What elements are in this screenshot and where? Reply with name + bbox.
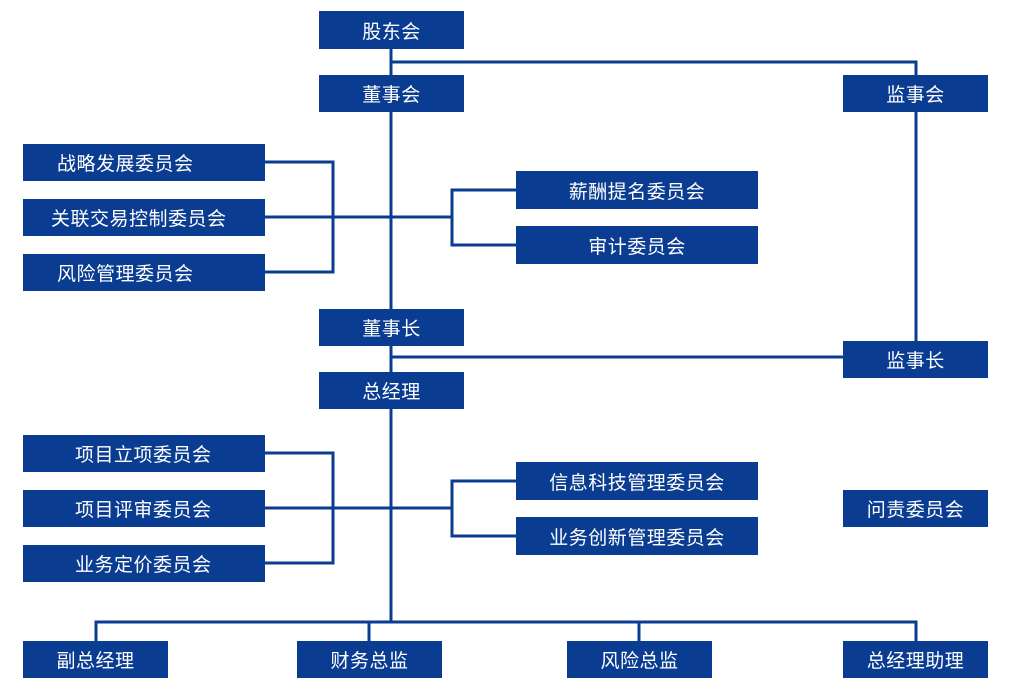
chief-supervisor-box[interactable]: 监事长	[843, 341, 988, 378]
it-management-committee-box[interactable]: 信息科技管理委员会	[516, 462, 758, 500]
accountability-committee-box[interactable]: 问责委员会	[843, 490, 988, 527]
strategy-committee-box[interactable]: 战略发展委员会	[23, 144, 265, 181]
chairman-box[interactable]: 董事长	[319, 309, 464, 346]
deputy-general-manager-box[interactable]: 副总经理	[23, 641, 168, 678]
project-review-committee-box[interactable]: 项目评审委员会	[23, 490, 265, 527]
pricing-committee-box[interactable]: 业务定价委员会	[23, 545, 265, 582]
related-party-committee-box[interactable]: 关联交易控制委员会	[23, 199, 265, 236]
chief-risk-officer-box[interactable]: 风险总监	[567, 641, 712, 678]
risk-management-committee-box[interactable]: 风险管理委员会	[23, 254, 265, 291]
general-manager-box[interactable]: 总经理	[319, 372, 464, 409]
innovation-management-committee-box[interactable]: 业务创新管理委员会	[516, 517, 758, 555]
shareholders-meeting-box[interactable]: 股东会	[319, 11, 464, 49]
board-of-directors-box[interactable]: 董事会	[319, 75, 464, 112]
project-approval-committee-box[interactable]: 项目立项委员会	[23, 435, 265, 472]
audit-committee-box[interactable]: 审计委员会	[516, 226, 758, 264]
general-manager-assistant-box[interactable]: 总经理助理	[843, 641, 988, 678]
chief-financial-officer-box[interactable]: 财务总监	[297, 641, 442, 678]
board-of-supervisors-box[interactable]: 监事会	[843, 75, 988, 112]
remuneration-committee-box[interactable]: 薪酬提名委员会	[516, 171, 758, 209]
